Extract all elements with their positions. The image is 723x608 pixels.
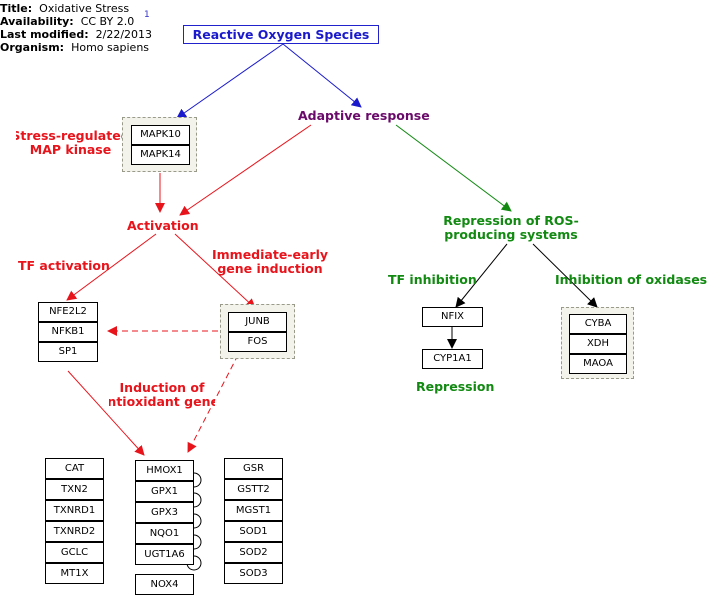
gene-box-nox4[interactable]: NOX4 xyxy=(135,574,194,595)
gene-box-fos[interactable]: FOS xyxy=(228,332,287,352)
gene-box-sp1[interactable]: SP1 xyxy=(38,342,98,362)
node-adaptive-response[interactable]: Adaptive response xyxy=(298,108,430,123)
gene-box-gclc[interactable]: GCLC xyxy=(45,542,104,563)
gene-box-junb[interactable]: JUNB xyxy=(228,312,287,332)
title-key: Title: xyxy=(0,2,33,15)
gene-box-gstt2[interactable]: GSTT2 xyxy=(224,479,283,500)
node-activation[interactable]: Activation xyxy=(127,218,199,233)
gene-box-gpx3[interactable]: GPX3 xyxy=(135,502,194,523)
node-reactive-oxygen-species[interactable]: Reactive Oxygen Species xyxy=(183,25,379,44)
gene-box-mapk10[interactable]: MAPK10 xyxy=(131,125,190,145)
node-repression-ros-systems[interactable]: Repression of ROS- producing systems xyxy=(435,214,587,242)
gene-box-maoa[interactable]: MAOA xyxy=(569,354,627,374)
gene-box-nqo1[interactable]: NQO1 xyxy=(135,523,194,544)
gene-box-hmox1[interactable]: HMOX1 xyxy=(135,460,194,481)
arrow-ros-to-mapk xyxy=(176,43,284,119)
gene-box-txnrd2[interactable]: TXNRD2 xyxy=(45,521,104,542)
node-immediate-early-induction[interactable]: Immediate-early gene induction xyxy=(211,248,329,276)
modified-key: Last modified: xyxy=(0,28,89,41)
node-inhibition-of-oxidases[interactable]: Inhibition of oxidases xyxy=(555,272,708,287)
arrow-repression-to-nfix xyxy=(455,243,508,308)
induction-line-1: Induction of xyxy=(119,381,205,395)
gene-box-ugt1a6[interactable]: UGT1A6 xyxy=(135,544,194,565)
node-tf-inhibition[interactable]: TF inhibition xyxy=(388,272,477,287)
node-induction-antioxidant[interactable]: Induction of antioxidant genes xyxy=(109,381,215,409)
availability-key: Availability: xyxy=(0,15,74,28)
modified-line: Last modified: 2/22/2013 xyxy=(0,28,152,41)
arrow-adaptive-to-repression xyxy=(395,124,512,212)
footnote-link[interactable]: 1 xyxy=(144,10,150,20)
gene-box-txn2[interactable]: TXN2 xyxy=(45,479,104,500)
repression-ros-line-1: Repression of ROS- xyxy=(443,213,579,228)
gene-box-nfe2l2[interactable]: NFE2L2 xyxy=(38,302,98,322)
gene-box-gpx1[interactable]: GPX1 xyxy=(135,481,194,502)
repression-ros-line-2: producing systems xyxy=(444,227,578,242)
arrow-activation-to-early xyxy=(174,233,256,309)
immediate-line-1: Immediate-early xyxy=(212,247,328,262)
arrow-early-to-antioxidant xyxy=(187,354,239,453)
gene-box-mapk14[interactable]: MAPK14 xyxy=(131,145,190,165)
organism-line: Organism: Homo sapiens xyxy=(0,41,149,54)
induction-line-2: antioxidant genes xyxy=(109,394,215,409)
gene-box-mgst1[interactable]: MGST1 xyxy=(224,500,283,521)
modified-value: 2/22/2013 xyxy=(95,28,153,41)
title-line: Title: Oxidative Stress xyxy=(0,2,129,15)
immediate-line-2: gene induction xyxy=(217,261,323,276)
arrow-ros-to-adaptive xyxy=(282,43,362,108)
gene-box-nfkb1[interactable]: NFKB1 xyxy=(38,322,98,342)
node-tf-activation[interactable]: TF activation xyxy=(18,258,110,273)
availability-line: Availability: CC BY 2.0 xyxy=(0,15,134,28)
gene-box-xdh[interactable]: XDH xyxy=(569,334,627,354)
title-value: Oxidative Stress xyxy=(39,2,130,15)
organism-value: Homo sapiens xyxy=(71,41,150,54)
gene-box-cat[interactable]: CAT xyxy=(45,458,104,479)
arrow-repression-to-oxidases xyxy=(532,243,598,308)
gene-box-sod2[interactable]: SOD2 xyxy=(224,542,283,563)
gene-box-cyp1a1[interactable]: CYP1A1 xyxy=(422,349,483,369)
organism-key: Organism: xyxy=(0,41,65,54)
gene-box-sod1[interactable]: SOD1 xyxy=(224,521,283,542)
gene-box-sod3[interactable]: SOD3 xyxy=(224,563,283,584)
gene-box-cyba[interactable]: CYBA xyxy=(569,314,627,334)
gene-box-nfix[interactable]: NFIX xyxy=(422,307,483,327)
arrow-activation-to-tf xyxy=(66,233,157,301)
gene-box-gsr[interactable]: GSR xyxy=(224,458,283,479)
stress-line-1: Stress-regulated xyxy=(16,129,125,143)
node-repression[interactable]: Repression xyxy=(416,379,495,394)
stress-line-2: MAP kinase xyxy=(29,142,112,157)
gene-box-txnrd1[interactable]: TXNRD1 xyxy=(45,500,104,521)
arrow-adaptive-to-activation xyxy=(179,124,312,216)
availability-value: CC BY 2.0 xyxy=(80,15,135,28)
gene-box-mt1x[interactable]: MT1X xyxy=(45,563,104,584)
node-stress-regulated-map-kinase[interactable]: Stress-regulated MAP kinase xyxy=(16,129,125,157)
arrow-tf-to-antioxidant xyxy=(67,370,145,456)
